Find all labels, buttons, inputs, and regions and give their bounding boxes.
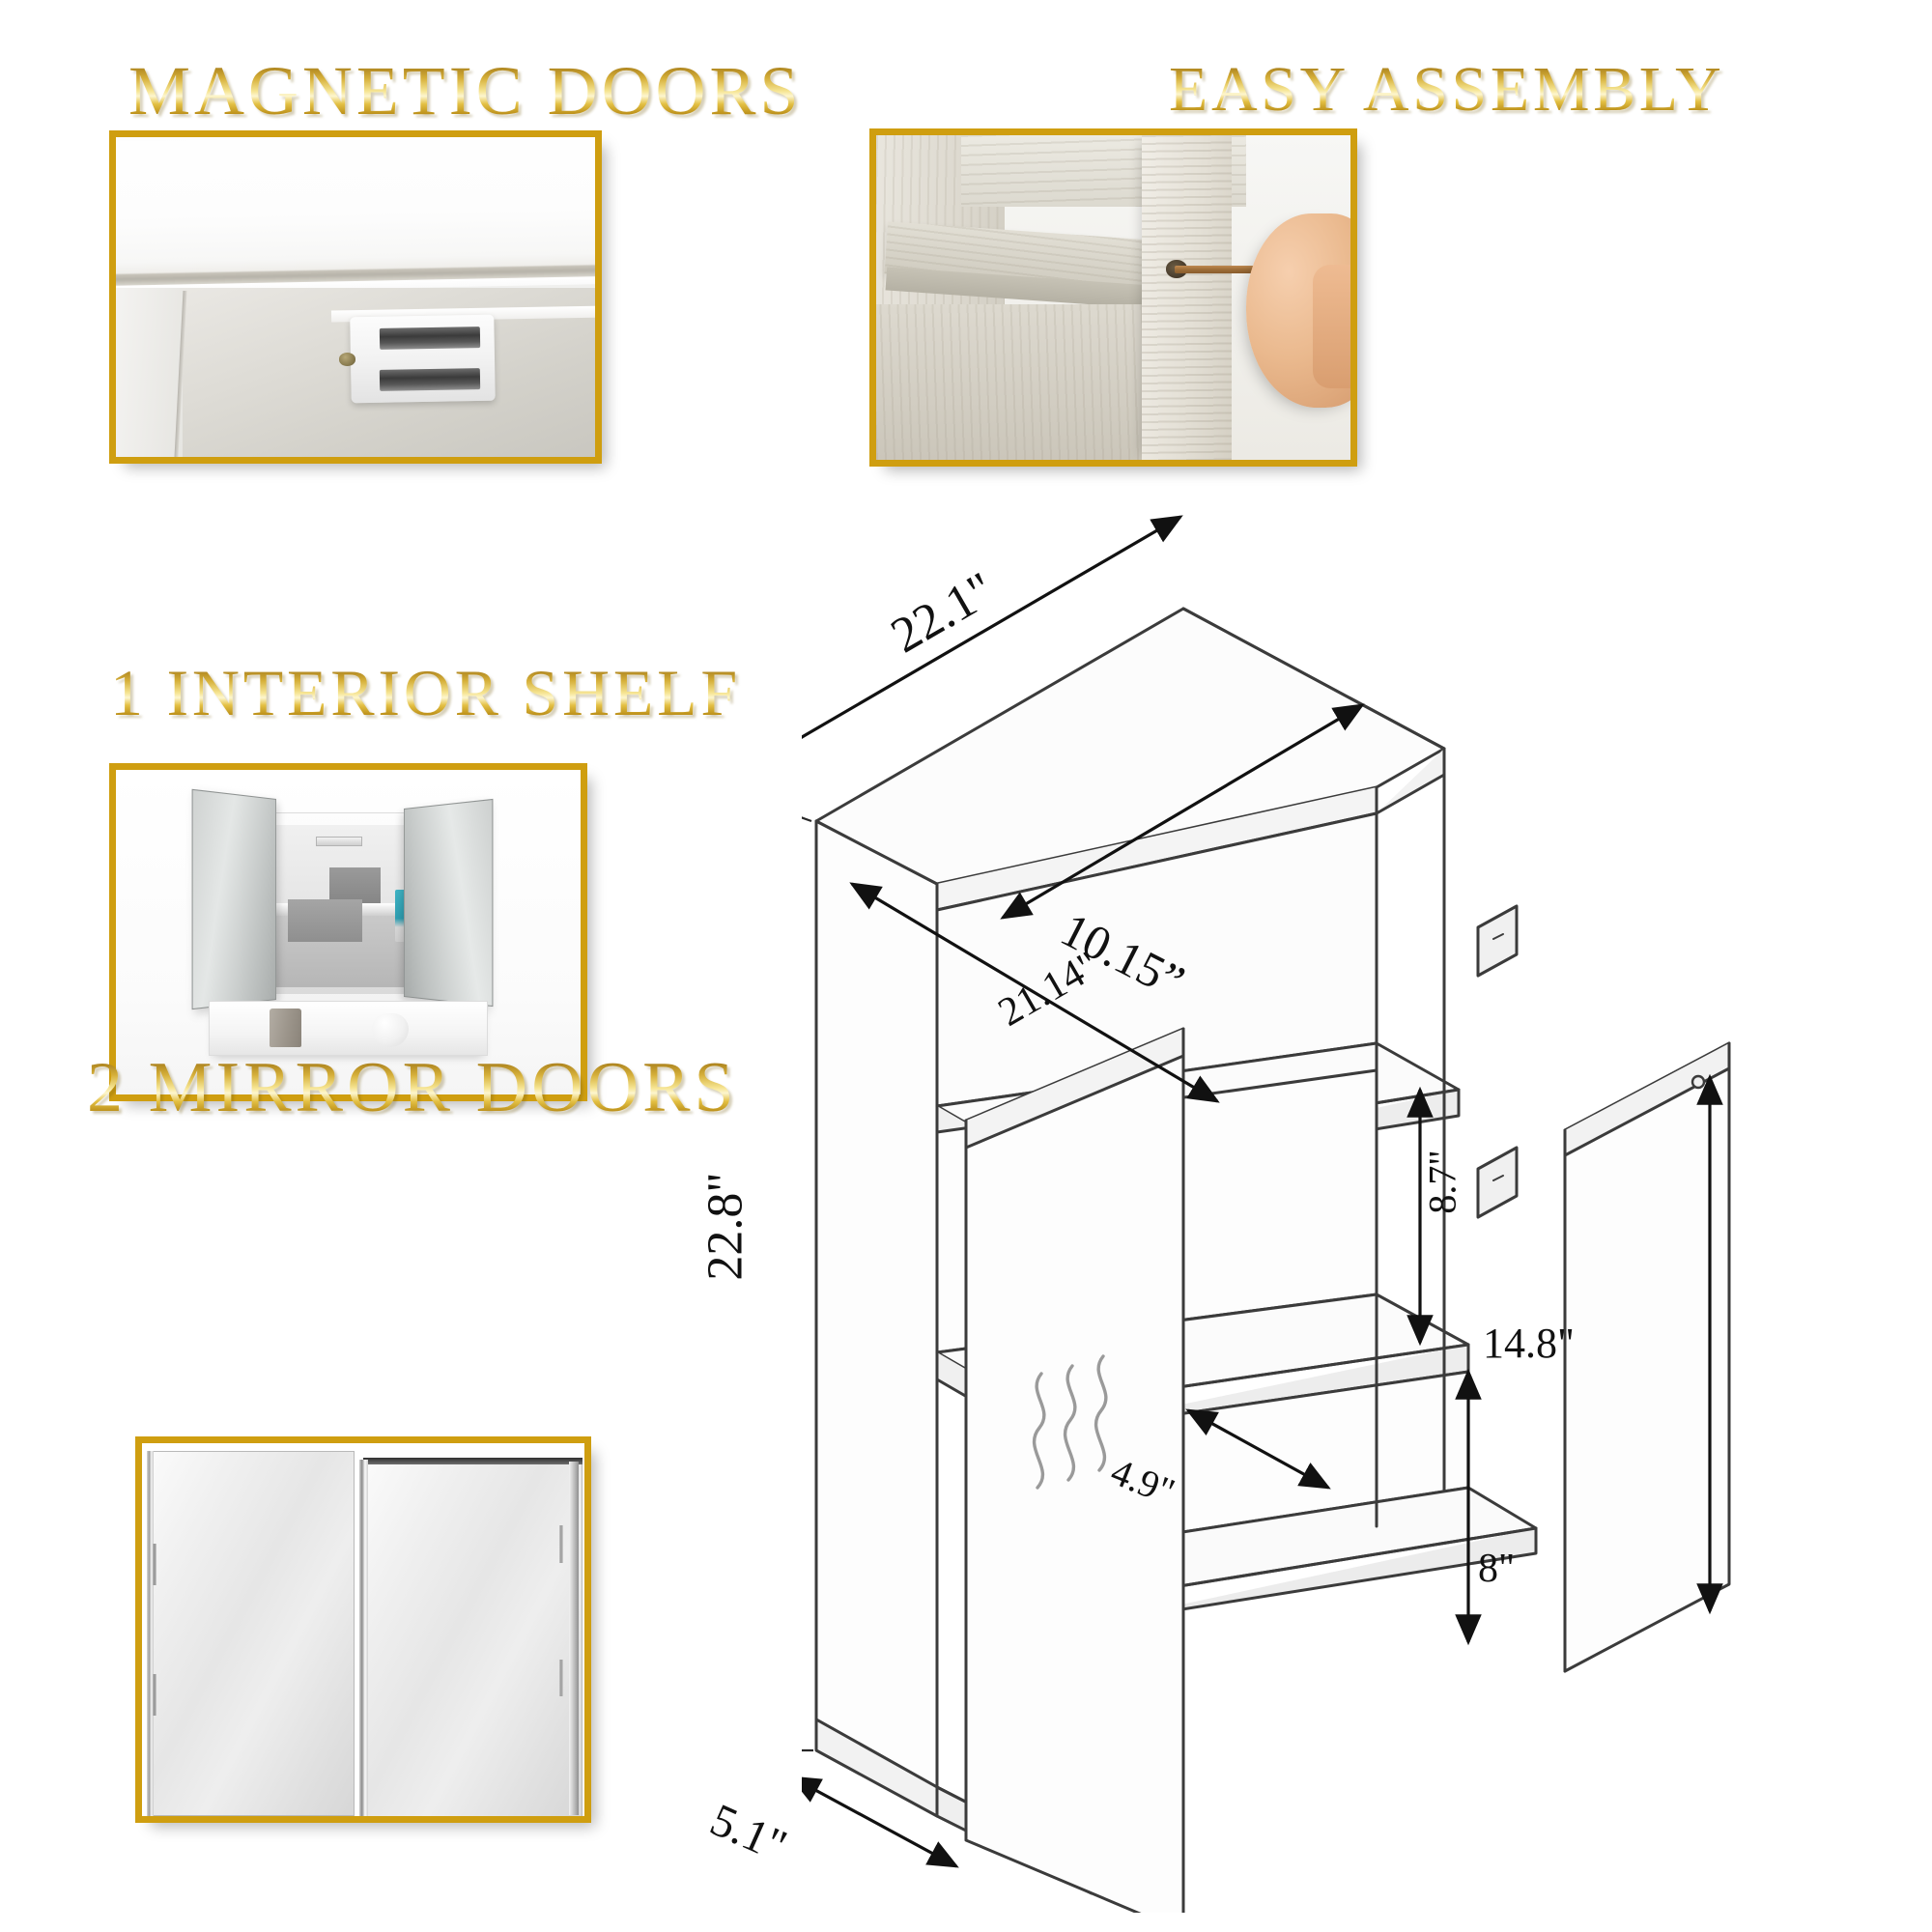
dim-label-interior-height: 8.7" [1420,1150,1464,1214]
magnetic-doors-heading: MAGNETIC DOORS [128,52,803,129]
dim-label-overall-height: 22.8" [697,1172,753,1281]
mirror-doors-heading: 2 MIRROR DOORS [87,1048,738,1127]
photo4-left-door-edge [146,1450,154,1816]
photo3-left-mirror-door [191,788,276,1010]
easy-assembly-heading: EASY ASSEMBLY [1169,54,1725,125]
dim-label-open-shelf-height: 8" [1478,1547,1516,1591]
interior-shelf-photo [109,763,587,1101]
mirror-doors-photo-inner [142,1443,584,1816]
photo1-cabinet-top [116,137,595,280]
mirror-doors-photo [135,1436,591,1823]
photo4-right-door-edge [568,1461,580,1816]
photo3-right-mirror-door [404,799,494,1008]
interior-shelf-heading-shadow: 1 INTERIOR SHELF [113,658,744,734]
photo4-right-hinge-upper [559,1524,563,1563]
photo3-open-bottom-shelf [209,1000,488,1056]
photo3-magnetic-catch [315,836,362,846]
dimension-drawing: 22.1" 21.14" 22.8" 14.8" 8.7" 8" 4.9" 5.… [698,502,1922,1913]
easy-assembly-heading-shadow: EASY ASSEMBLY [1172,56,1727,129]
easy-assembly-photo-inner [876,135,1350,460]
photo2-wood-post [1141,135,1233,460]
photo4-left-hinge-upper [152,1544,156,1585]
dimension-drawing-svg [802,515,1731,1913]
photo1-left-panel [116,287,184,457]
magnetic-catch-photo [109,130,602,464]
photo2-screwdriver-shaft [1175,266,1280,273]
photo3-white-vase [371,1013,410,1048]
photo1-magnet-bar-upper [379,327,481,350]
easy-assembly-photo [869,128,1357,467]
photo4-left-hinge-lower [152,1674,156,1716]
photo4-center-gap-edge [359,1460,368,1816]
magnetic-catch-photo-inner [116,137,595,457]
photo4-right-door-top-edge [363,1458,582,1464]
interior-shelf-heading: 1 INTERIOR SHELF [110,656,741,729]
mirror-doors-heading-shadow: 2 MIRROR DOORS [90,1050,741,1132]
photo3-interior-shadow-lower [287,899,362,943]
photo3-interior-shadow-upper [329,867,382,903]
dim-label-overall-depth: 5.1" [702,1794,794,1872]
photo1-magnet-bar-lower [379,368,481,391]
photo4-left-mirror-door [146,1450,355,1816]
dim-label-door-height: 14.8" [1483,1320,1575,1367]
photo1-screw-head [338,353,355,366]
photo4-right-hinge-lower [559,1659,563,1697]
photo3-grey-candle [269,1008,302,1048]
photo2-wrist [1312,265,1350,389]
photo4-right-mirror-door [360,1460,582,1816]
interior-shelf-photo-inner [116,770,581,1094]
magnetic-doors-heading-shadow: MAGNETIC DOORS [131,54,805,134]
